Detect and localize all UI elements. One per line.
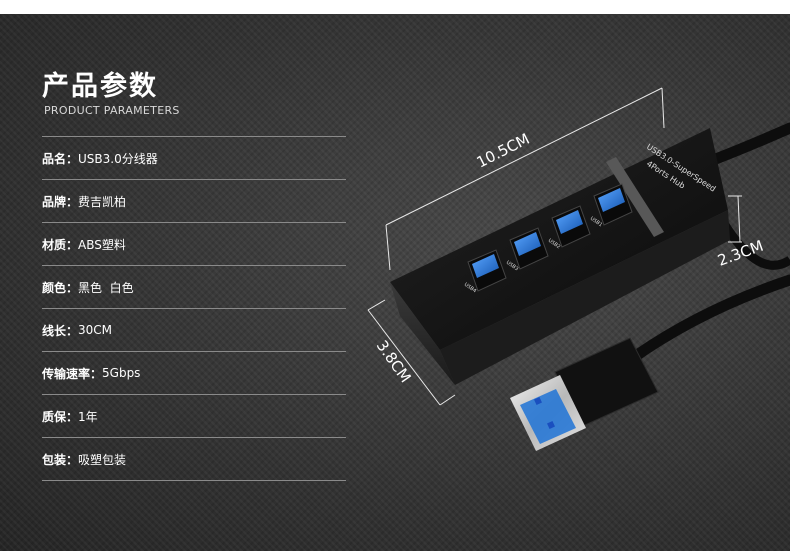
usb-port-4: USB4	[463, 249, 507, 294]
spec-row-packaging: 包装： 吸塑包装	[42, 438, 346, 481]
spec-key: 质保：	[42, 409, 79, 424]
usb-port-3: USB3	[505, 227, 549, 272]
cable-right	[721, 222, 790, 270]
spec-key: 传输速率：	[42, 366, 103, 381]
spec-value: USB3.0分线器	[78, 151, 158, 166]
spec-key: 颜色：	[42, 280, 79, 295]
usb-hub-product-image: 10.5CM 2.3CM 3.8CM USB3.0-SuperSpeed 4Po…	[367, 87, 790, 451]
spec-value: 黑色 白色	[78, 280, 134, 295]
spec-row-cable-length: 线长： 30CM	[42, 309, 346, 352]
spec-key: 品牌：	[42, 194, 79, 209]
spec-row-product-name: 品名： USB3.0分线器	[42, 136, 346, 180]
spec-value: 5Gbps	[102, 366, 141, 380]
spec-value: ABS塑料	[78, 237, 126, 252]
spec-row-warranty: 质保： 1年	[42, 395, 346, 438]
spec-key: 包装：	[42, 452, 79, 467]
usb-plug	[510, 337, 659, 451]
spec-value: 费吉凯柏	[78, 194, 127, 209]
spec-value: 30CM	[78, 323, 113, 337]
spec-key: 品名：	[42, 151, 79, 166]
cable-plug	[624, 274, 790, 366]
spec-value: 吸塑包装	[78, 452, 127, 467]
top-white-strip	[0, 0, 790, 14]
spec-key: 线长：	[42, 323, 79, 338]
spec-row-color: 颜色： 黑色 白色	[42, 266, 346, 309]
section-subtitle: PRODUCT PARAMETERS	[44, 104, 180, 117]
spec-row-material: 材质： ABS塑料	[42, 223, 346, 266]
svg-text:3.8CM: 3.8CM	[373, 337, 415, 386]
spec-key: 材质：	[42, 237, 79, 252]
spec-row-transfer-rate: 传输速率： 5Gbps	[42, 352, 346, 395]
spec-row-brand: 品牌： 费吉凯柏	[42, 180, 346, 223]
svg-text:10.5CM: 10.5CM	[474, 130, 533, 172]
spec-list: 品名： USB3.0分线器 品牌： 费吉凯柏 材质： ABS塑料 颜色： 黑色 …	[42, 136, 346, 481]
spec-value: 1年	[78, 409, 98, 424]
led-strip	[606, 157, 664, 237]
section-title: 产品参数	[42, 71, 158, 102]
